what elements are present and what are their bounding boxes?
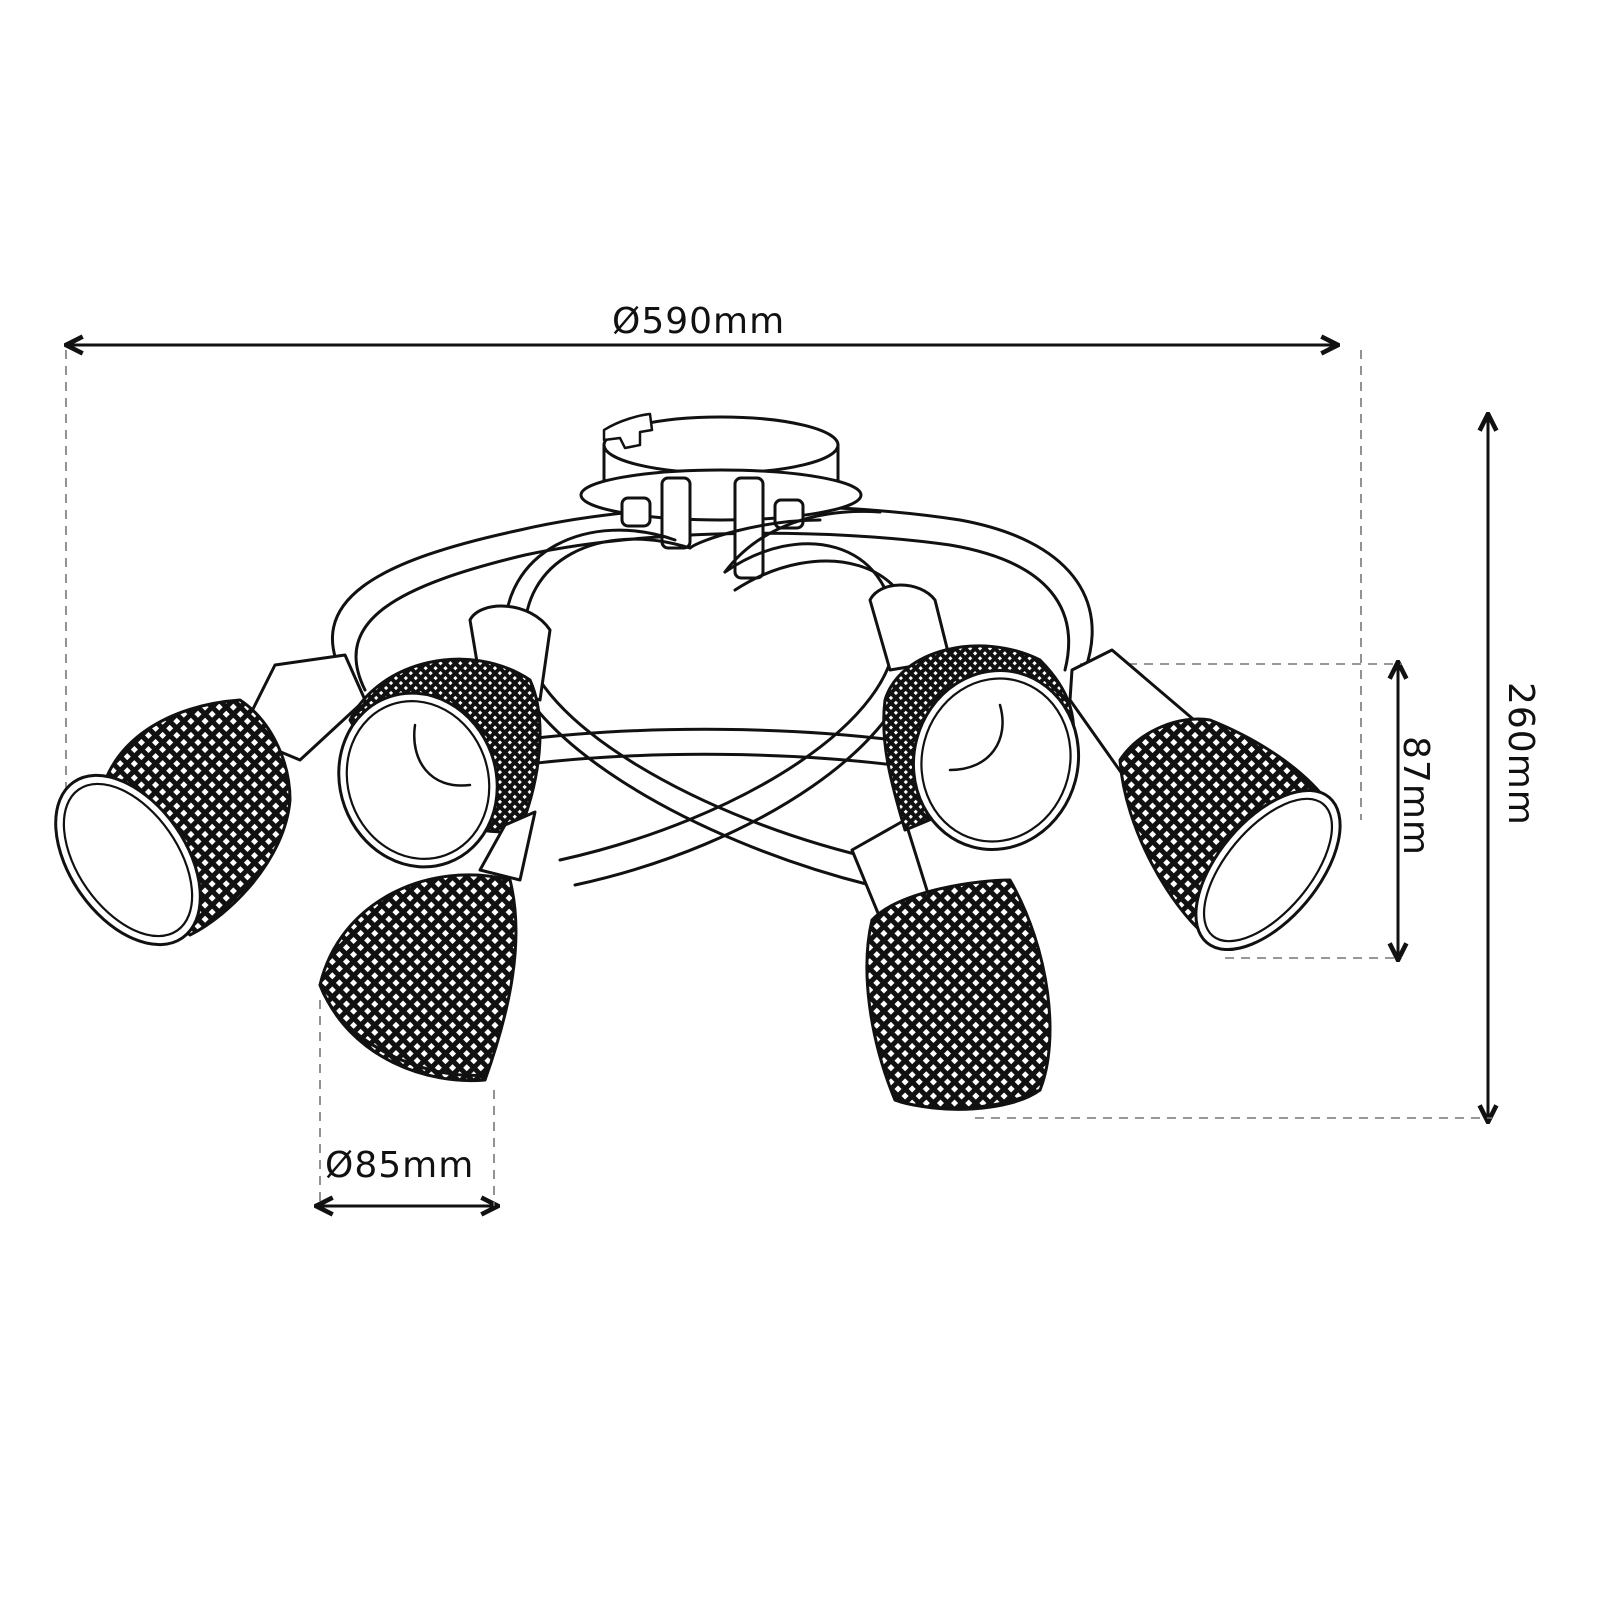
- spotlight-far-right: [1068, 648, 1342, 952]
- dimension-lines: [68, 345, 1488, 1206]
- spotlight-lower-right: [850, 818, 1052, 1111]
- overall-height-label: 260mm: [1500, 682, 1541, 826]
- overall-diameter-label: Ø590mm: [612, 301, 786, 342]
- spot-height-label: 87mm: [1395, 736, 1436, 856]
- extension-lines: [65, 350, 1492, 1206]
- spotlight-far-left: [54, 653, 367, 947]
- interlaced-arms: [503, 509, 932, 887]
- spotlight-inner-left: [337, 604, 552, 869]
- ceiling-canopy: [579, 412, 863, 580]
- spotlight-inner-right: [868, 583, 1081, 851]
- fixture: [54, 412, 1342, 1111]
- shade-diameter-label: Ø85mm: [325, 1145, 475, 1186]
- spotlight-lower-left: [318, 810, 537, 1083]
